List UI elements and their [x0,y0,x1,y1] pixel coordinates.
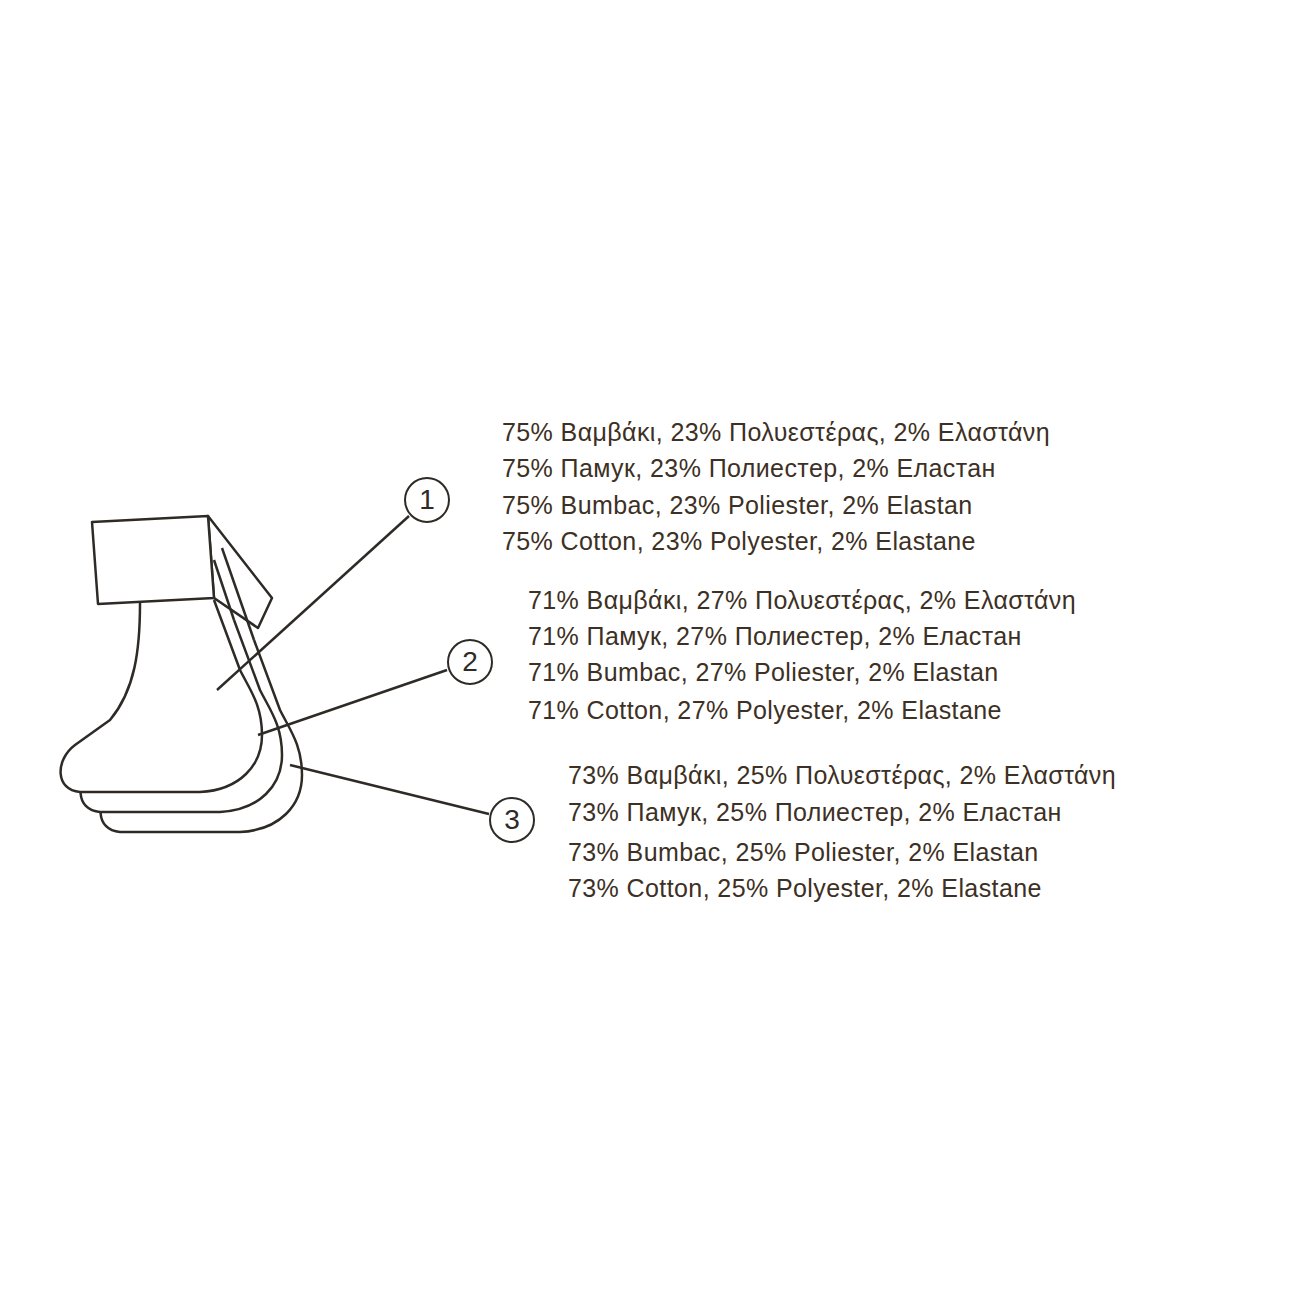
cuff-side [208,516,272,628]
composition-text: 75% Βαμβάκι, 23% Πολυεστέρας, 2% Ελαστάν… [502,417,1050,447]
composition-text: 73% Bumbac, 25% Poliester, 2% Elastan [568,837,1039,867]
composition-text: 75% Bumbac, 23% Poliester, 2% Elastan [502,490,973,520]
leader-line [258,670,447,735]
composition-text: 71% Cotton, 27% Polyester, 2% Elastane [528,695,1002,725]
composition-text: 71% Памук, 27% Полиестер, 2% Еластан [528,621,1022,651]
sock-cuff [92,516,214,604]
callout-circle: 1 [404,477,450,523]
callout-circle: 3 [489,797,535,843]
leader-line [290,765,489,814]
cuff-side [222,548,254,640]
composition-text: 73% Памук, 25% Полиестер, 2% Еластан [568,797,1062,827]
callout-number: 1 [419,486,435,514]
callout-number: 3 [504,806,520,834]
composition-text: 71% Bumbac, 27% Poliester, 2% Elastan [528,657,999,687]
sock-outline [61,600,262,792]
composition-text: 75% Cotton, 23% Polyester, 2% Elastane [502,526,976,556]
composition-text: 71% Βαμβάκι, 27% Πολυεστέρας, 2% Ελαστάν… [528,585,1076,615]
callout-number: 2 [462,648,478,676]
cuff-side [214,560,234,620]
composition-text: 75% Памук, 23% Полиестер, 2% Еластан [502,453,996,483]
composition-text: 73% Cotton, 25% Polyester, 2% Elastane [568,873,1042,903]
composition-text: 73% Βαμβάκι, 25% Πολυεστέρας, 2% Ελαστάν… [568,760,1116,790]
callout-circle: 2 [447,639,493,685]
leader-line [217,516,409,690]
